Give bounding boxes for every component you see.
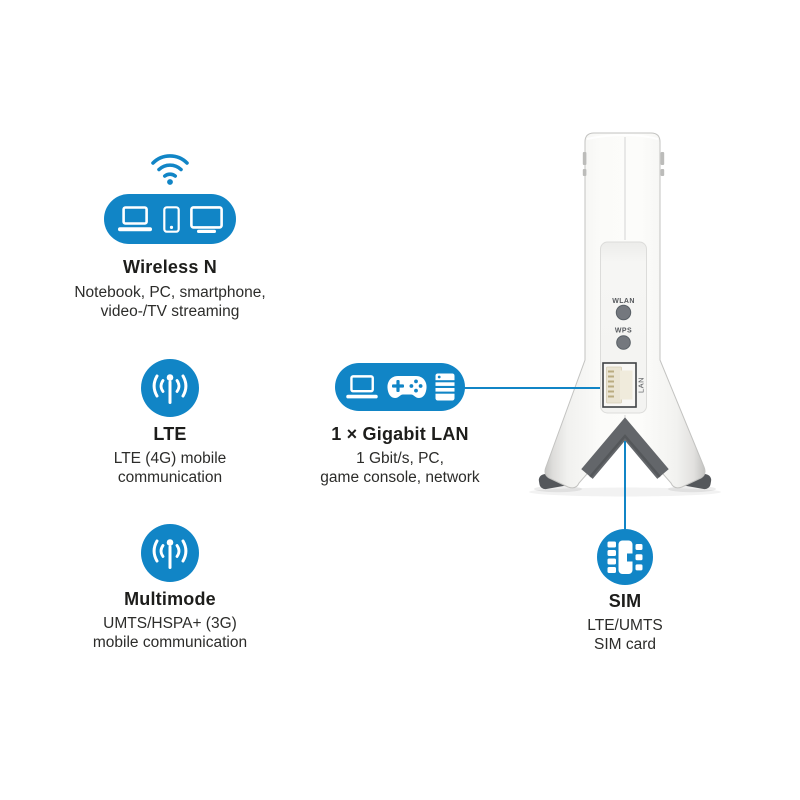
- lte-badge: [141, 359, 199, 417]
- feature-desc-line: LTE (4G) mobile: [113, 450, 227, 467]
- feature-title: SIM: [608, 591, 642, 611]
- feature-title: LTE: [153, 424, 187, 444]
- device-stand-arch-shadow: [589, 434, 661, 478]
- feature-desc-line: mobile communication: [92, 634, 248, 651]
- monitor-icon: [190, 205, 223, 233]
- feature-title: Multimode: [124, 589, 216, 609]
- feature-multimode: Multimode UMTS/HSPA+ (3G) mobile communi…: [40, 524, 300, 652]
- desktop-tower-icon: [435, 373, 455, 401]
- laptop-icon: [346, 374, 378, 398]
- sim-card-icon: [607, 540, 643, 574]
- feature-desc-line: LTE/UMTS: [587, 617, 663, 634]
- feature-title: 1 × Gigabit LAN: [331, 424, 469, 444]
- device-top-bevel: [586, 134, 659, 140]
- wlan-button-label: WLAN: [612, 298, 635, 305]
- lan-port-label: LAN: [637, 377, 646, 393]
- wps-button-label: WPS: [615, 328, 632, 335]
- router-device-photo: WLAN WPS LAN: [529, 132, 721, 497]
- mobile-antenna-icon: [152, 539, 188, 569]
- feature-desc-line: communication: [117, 469, 223, 486]
- feature-desc-line: video-/TV streaming: [100, 303, 240, 320]
- feature-title: Wireless N: [123, 257, 217, 277]
- device-stand-arch: [581, 417, 669, 479]
- feature-gigabit-lan: 1 × Gigabit LAN 1 Gbit/s, PC, game conso…: [310, 363, 490, 487]
- laptop-icon: [118, 205, 152, 231]
- sim-badge: [597, 529, 653, 585]
- mobile-antenna-icon: [152, 374, 188, 404]
- feature-sim: SIM LTE/UMTS SIM card: [545, 529, 705, 654]
- multimode-badge: [141, 524, 199, 582]
- lan-connector-line: [464, 386, 600, 390]
- smartphone-icon: [163, 205, 180, 233]
- wireless-devices-badge: [104, 194, 236, 244]
- feature-desc-line: game console, network: [320, 469, 480, 486]
- feature-desc-line: 1 Gbit/s, PC,: [356, 450, 444, 467]
- lan-devices-badge: [335, 363, 465, 411]
- feature-desc-line: SIM card: [593, 636, 656, 653]
- lan-port: [602, 362, 637, 408]
- wlan-button: [615, 304, 632, 321]
- feature-desc-line: UMTS/HSPA+ (3G): [103, 615, 237, 632]
- feature-wireless-n: Wireless N Notebook, PC, smartphone, vid…: [40, 148, 300, 321]
- sim-connector-line: [623, 441, 627, 533]
- wps-button: [616, 335, 631, 350]
- wifi-signal-icon: [151, 154, 189, 185]
- feature-lte: LTE LTE (4G) mobile communication: [40, 359, 300, 487]
- game-controller-icon: [387, 376, 427, 398]
- feature-desc-line: Notebook, PC, smartphone,: [74, 284, 266, 301]
- antenna-markings: [582, 152, 665, 176]
